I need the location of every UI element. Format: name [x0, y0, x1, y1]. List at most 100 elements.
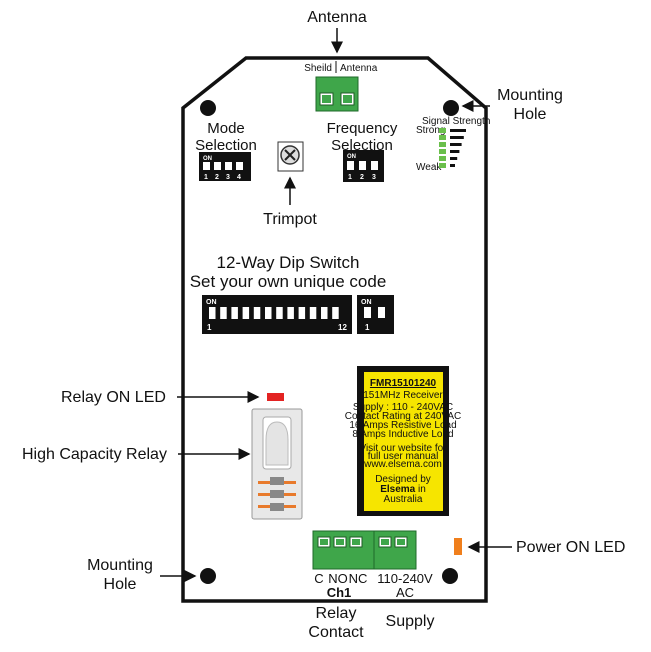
power-on-led	[454, 538, 462, 555]
label-line8: www.elsema.com	[363, 459, 442, 470]
dip-switch-toggle[interactable]	[321, 307, 328, 319]
small-dip-on-text: ON	[361, 299, 372, 306]
mode-switch-number-2: 2	[215, 174, 219, 181]
label-line7: full user manual	[368, 451, 439, 462]
terminal-screw-inner	[320, 539, 328, 545]
label-line2: Supply : 110 - 240VAC	[353, 402, 453, 413]
dip-switch-toggle[interactable]	[332, 307, 339, 319]
terminal-ac-label: AC	[396, 585, 414, 600]
mounting-hole-top-right	[443, 100, 459, 116]
dip-switch-subtitle: Set your own unique code	[190, 272, 387, 291]
label-elsema: Elsema	[380, 484, 415, 495]
signal-weak-label: Weak	[416, 162, 442, 173]
label-in: in	[415, 484, 426, 495]
twelve-way-dip-switch[interactable]: ON 1 12	[202, 295, 352, 334]
dip-start-number: 1	[207, 323, 212, 332]
mode-selection-label-1: Mode	[207, 120, 245, 137]
mode-dip-switch[interactable]: ON 1 2 3 4	[199, 152, 251, 181]
output-terminal-block	[312, 530, 417, 570]
terminal-screw-inner	[336, 539, 344, 545]
mounting-hole-bottom-label-2: Hole	[104, 576, 137, 593]
mode-selection-label-2: Selection	[195, 137, 257, 154]
dip-end-number: 12	[338, 323, 347, 332]
signal-bar	[450, 164, 455, 167]
frequency-selection-label-1: Frequency	[327, 120, 398, 137]
relay-contact-label-1: Relay	[316, 605, 357, 622]
terminal-screw-inner	[381, 539, 389, 545]
terminal-screw-inner	[352, 539, 360, 545]
high-capacity-relay-label: High Capacity Relay	[22, 446, 167, 463]
relay-on-led	[267, 393, 284, 401]
terminal-screw-inner	[397, 539, 405, 545]
antenna-small-label: Antenna	[340, 63, 378, 74]
frequency-dip-switch[interactable]: ON 1 2 3	[343, 150, 384, 182]
frequency-selection-label-2: Selection	[331, 137, 393, 154]
mounting-hole-bottom-label-1: Mounting	[87, 557, 153, 574]
supply-label: Supply	[386, 613, 435, 630]
mounting-hole-bottom-right	[442, 568, 458, 584]
antenna-terminal	[315, 76, 359, 112]
label-elsema-line: Elsema in	[380, 484, 426, 495]
mounting-hole-bottom-left	[200, 568, 216, 584]
two-way-dip-switch[interactable]: ON 1	[357, 295, 394, 334]
terminal-nc-label: NC	[349, 571, 368, 586]
terminal-c-label: C	[314, 571, 323, 586]
power-on-led-label: Power ON LED	[516, 539, 625, 556]
label-designed-by: Designed by	[375, 474, 431, 485]
freq-on-text: ON	[347, 154, 356, 160]
mounting-hole-top-label-1: Mounting	[497, 87, 563, 104]
terminal-ch1-label: Ch1	[327, 585, 352, 600]
trimpot-component[interactable]	[277, 141, 304, 172]
mounting-hole-top-label-2: Hole	[514, 106, 547, 123]
sheild-label: Sheild	[304, 63, 332, 74]
freq-switch-number-1: 1	[348, 174, 352, 181]
dip-switch-toggle[interactable]	[231, 307, 238, 319]
dip-on-text: ON	[206, 299, 217, 306]
relay-on-led-label: Relay ON LED	[61, 389, 166, 406]
signal-strength-title: Signal Strength	[422, 116, 490, 127]
terminal-voltage-label: 110-240V	[377, 571, 433, 586]
dip-switch-toggle[interactable]	[309, 307, 317, 319]
antenna-title: Antenna	[307, 9, 367, 26]
signal-bar	[450, 157, 458, 160]
dip-switch-toggle[interactable]	[287, 307, 294, 319]
freq-switch-number-2: 2	[360, 174, 364, 181]
trimpot-label: Trimpot	[263, 211, 317, 228]
dip-switch-toggle[interactable]	[253, 307, 261, 319]
signal-bar	[450, 129, 466, 132]
mode-switch-number-3: 3	[226, 174, 230, 181]
signal-led	[439, 149, 446, 154]
product-label: FMR15101240 151MHz Receiver Supply : 110…	[345, 366, 461, 516]
dip-switch-toggle[interactable]	[242, 307, 250, 319]
dip-switch-toggle[interactable]	[298, 307, 306, 319]
dip-switch-toggle[interactable]	[276, 307, 283, 319]
mode-switch-number-4: 4	[237, 174, 241, 181]
dip-switch-toggle[interactable]	[220, 307, 227, 319]
signal-led	[439, 156, 446, 161]
signal-bar	[450, 136, 464, 139]
dip-switch-toggle[interactable]	[265, 307, 272, 319]
signal-led	[439, 128, 446, 133]
mode-switch-number-1: 1	[204, 174, 208, 181]
mounting-hole-top-left	[200, 100, 216, 116]
dip-switch-title: 12-Way Dip Switch	[217, 253, 360, 272]
signal-led	[439, 163, 446, 168]
high-capacity-relay	[251, 408, 303, 520]
label-line5: 8 Amps Inductive Load	[352, 429, 453, 440]
small-dip-number: 1	[365, 323, 370, 332]
relay-contact-label-2: Contact	[308, 624, 364, 641]
signal-strong-label: Strong	[416, 125, 445, 136]
label-line1: 151MHz Receiver	[363, 390, 443, 401]
label-line6: Visit our website for	[359, 443, 447, 454]
signal-led	[439, 142, 446, 147]
signal-bar	[450, 150, 460, 153]
signal-strength-indicator: Signal Strength Strong Weak	[416, 116, 490, 173]
signal-led	[439, 135, 446, 140]
label-model: FMR15101240	[370, 378, 437, 389]
terminal-no-label: NO	[328, 571, 348, 586]
dip-switch-toggle[interactable]	[209, 307, 216, 319]
label-australia: Australia	[384, 494, 423, 505]
freq-switch-number-3: 3	[372, 174, 376, 181]
